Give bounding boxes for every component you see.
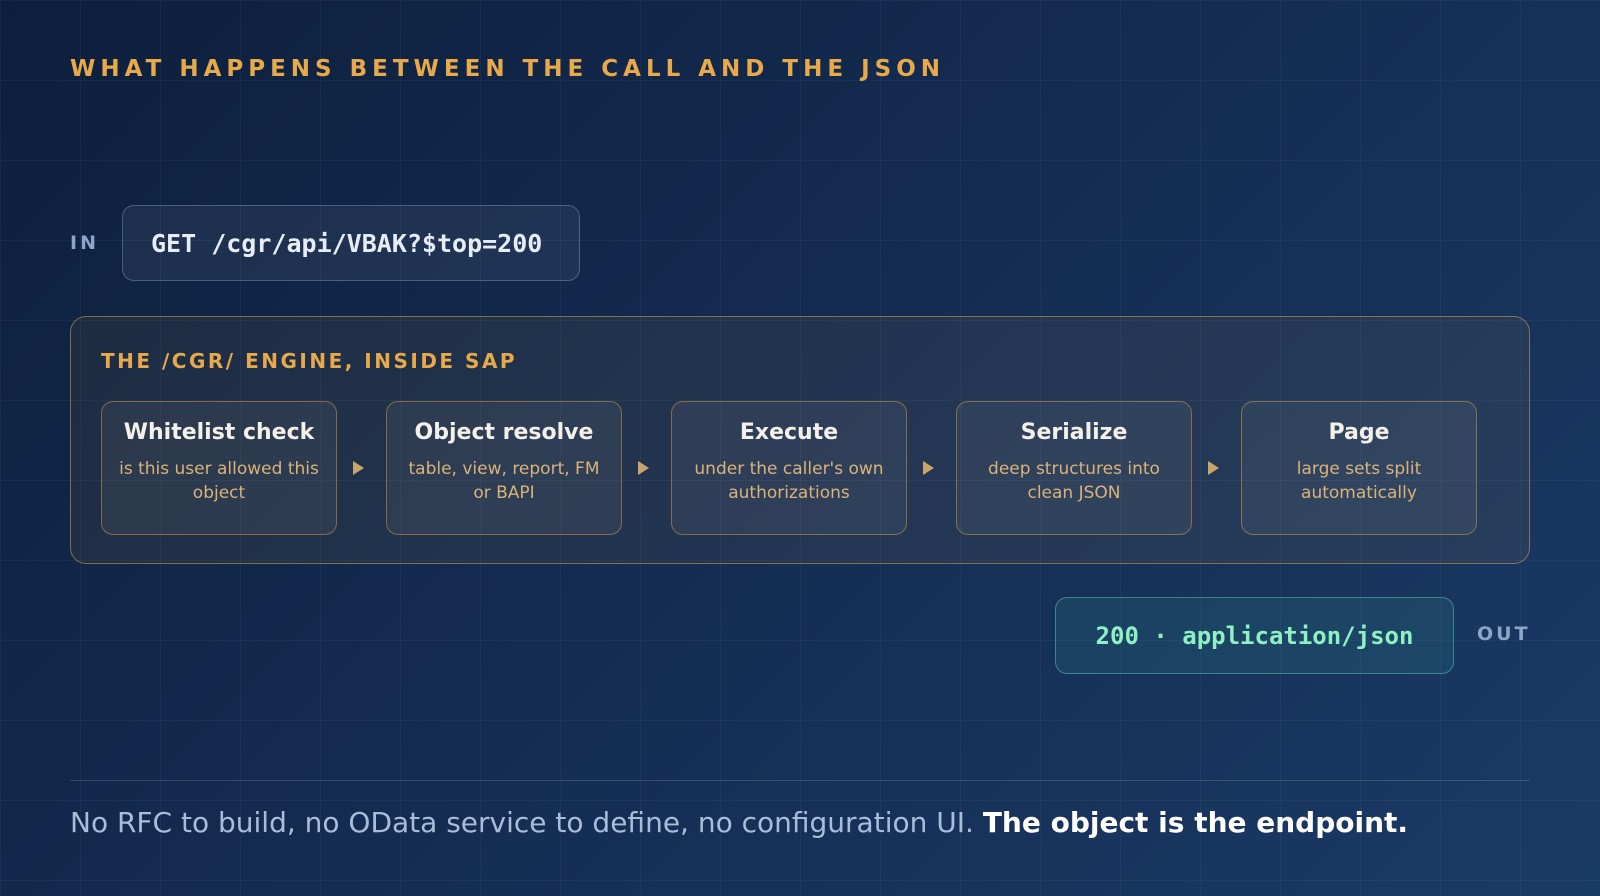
flow-arrow-icon [638, 461, 649, 475]
footer-text: No RFC to build, no OData service to def… [70, 806, 1408, 839]
footer-divider [70, 780, 1530, 781]
engine-title: THE /CGR/ ENGINE, INSIDE SAP [101, 349, 518, 373]
step-object-resolve: Object resolve table, view, report, FM o… [386, 401, 622, 535]
page-title: WHAT HAPPENS BETWEEN THE CALL AND THE JS… [70, 56, 945, 82]
step-serialize: Serialize deep structures into clean JSO… [956, 401, 1192, 535]
response-text: 200 · application/json [1095, 621, 1414, 650]
step-title: Execute [739, 420, 839, 445]
step-page: Page large sets split automatically [1241, 401, 1477, 535]
step-description: table, view, report, FM or BAPI [408, 459, 600, 503]
flow-arrow-icon [353, 461, 364, 475]
request-box: GET /cgr/api/VBAK?$top=200 [122, 205, 580, 281]
step-description: large sets split automatically [1296, 459, 1422, 503]
request-text: GET /cgr/api/VBAK?$top=200 [151, 228, 543, 258]
step-title: Object resolve [414, 420, 594, 445]
step-description: deep structures into clean JSON [988, 459, 1160, 503]
step-execute: Execute under the caller's own authoriza… [671, 401, 907, 535]
step-whitelist-check: Whitelist check is this user allowed thi… [101, 401, 337, 535]
step-title: Serialize [1020, 420, 1128, 445]
step-description: is this user allowed this object [119, 459, 319, 503]
flow-arrow-icon [1208, 461, 1219, 475]
step-description: under the caller's own authorizations [694, 459, 884, 503]
footer-statement: No RFC to build, no OData service to def… [70, 806, 974, 839]
output-label: OUT [1477, 623, 1531, 645]
response-box: 200 · application/json [1055, 597, 1454, 674]
footer-emphasis: The object is the endpoint. [982, 806, 1409, 839]
step-title: Page [1328, 420, 1390, 445]
engine-container: THE /CGR/ ENGINE, INSIDE SAP Whitelist c… [70, 316, 1530, 564]
input-label: IN [70, 232, 99, 254]
flow-arrow-icon [923, 461, 934, 475]
step-title: Whitelist check [123, 420, 315, 445]
